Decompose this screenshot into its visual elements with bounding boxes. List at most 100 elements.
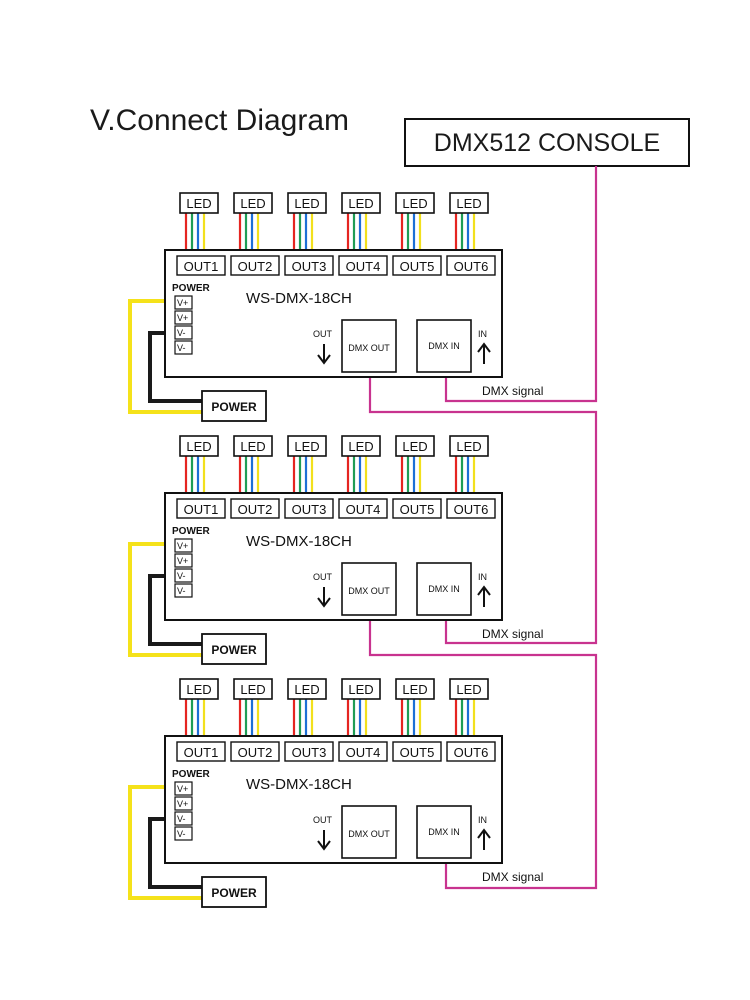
led-box (233, 192, 273, 214)
output-port-label: OUT2 (238, 745, 273, 760)
controller-unit: LEDOUT1LEDOUT2LEDOUT3LEDOUT4LEDOUT5LEDOU… (128, 192, 543, 422)
dmx-out-label: DMX OUT (348, 829, 390, 839)
power-supply-label: POWER (211, 643, 257, 657)
led-label: LED (348, 682, 373, 697)
dmx-out-label: DMX OUT (348, 586, 390, 596)
arrow-down-icon (317, 354, 331, 365)
arrow-up-icon (477, 828, 491, 839)
power-supply-box (201, 390, 267, 422)
led-label: LED (186, 439, 211, 454)
power-terminal (174, 796, 193, 811)
led-label: LED (294, 439, 319, 454)
led-label: LED (294, 196, 319, 211)
dmx-out-label: DMX OUT (348, 343, 390, 353)
led-label: LED (456, 682, 481, 697)
diagram-title: V.Connect Diagram (90, 104, 349, 137)
led-box (233, 435, 273, 457)
power-terminal (174, 340, 193, 355)
power-terminal-label: V+ (177, 556, 188, 566)
led-box (341, 192, 381, 214)
out-label: OUT (313, 815, 333, 825)
power-terminal-label: V+ (177, 799, 188, 809)
led-label: LED (402, 196, 427, 211)
dmx-in-label: DMX IN (428, 827, 460, 837)
led-box (179, 678, 219, 700)
in-label: IN (478, 815, 487, 825)
power-negative-wire (148, 817, 202, 889)
arrow-down-icon (317, 597, 331, 608)
power-terminal (174, 568, 193, 583)
output-port (176, 498, 226, 519)
output-port (392, 255, 442, 276)
dmx-wiring (368, 166, 598, 890)
output-port-label: OUT1 (184, 745, 219, 760)
power-terminal-label: V- (177, 814, 186, 824)
led-box (395, 192, 435, 214)
output-port-label: OUT3 (292, 502, 327, 517)
led-box (341, 435, 381, 457)
output-port (446, 255, 496, 276)
dmx-in-port (416, 805, 472, 859)
led-label: LED (402, 682, 427, 697)
power-terminal (174, 538, 193, 553)
in-label: IN (478, 572, 487, 582)
power-terminal (174, 583, 193, 598)
output-port (392, 741, 442, 762)
output-port-label: OUT5 (400, 745, 435, 760)
output-port-label: OUT5 (400, 502, 435, 517)
power-terminal-label: V- (177, 586, 186, 596)
dmx-signal-label: DMX signal (482, 627, 543, 641)
led-box (395, 678, 435, 700)
output-port-label: OUT2 (238, 259, 273, 274)
led-label: LED (456, 196, 481, 211)
output-port-label: OUT4 (346, 745, 381, 760)
output-port-label: OUT1 (184, 259, 219, 274)
power-supply-box (201, 876, 267, 908)
led-box (287, 192, 327, 214)
output-port (284, 741, 334, 762)
led-box (287, 678, 327, 700)
power-input-label: POWER (172, 283, 211, 294)
output-port-label: OUT6 (454, 745, 489, 760)
power-terminal-label: V+ (177, 298, 188, 308)
output-port-label: OUT2 (238, 502, 273, 517)
power-terminal-label: V- (177, 328, 186, 338)
led-label: LED (456, 439, 481, 454)
output-port (230, 498, 280, 519)
led-label: LED (348, 196, 373, 211)
power-positive-wire (128, 299, 202, 414)
output-port (338, 255, 388, 276)
power-terminal-label: V+ (177, 784, 188, 794)
power-supply-box (201, 633, 267, 665)
out-label: OUT (313, 572, 333, 582)
dmx-in-port (416, 562, 472, 616)
led-box (179, 192, 219, 214)
output-port (284, 498, 334, 519)
power-terminal (174, 811, 193, 826)
output-port-label: OUT6 (454, 502, 489, 517)
output-port-label: OUT4 (346, 259, 381, 274)
power-terminal (174, 295, 193, 310)
output-port (176, 255, 226, 276)
led-label: LED (186, 682, 211, 697)
dmx-out-port (341, 562, 397, 616)
power-supply-label: POWER (211, 400, 257, 414)
power-negative-wire (148, 331, 202, 403)
output-port (230, 741, 280, 762)
model-name: WS-DMX-18CH (246, 776, 352, 793)
output-port (392, 498, 442, 519)
output-port (284, 255, 334, 276)
power-terminal (174, 826, 193, 841)
output-port (446, 498, 496, 519)
led-label: LED (186, 196, 211, 211)
dmx-in-label: DMX IN (428, 341, 460, 351)
controller-unit: LEDOUT1LEDOUT2LEDOUT3LEDOUT4LEDOUT5LEDOU… (128, 435, 543, 665)
led-box (341, 678, 381, 700)
led-box (449, 678, 489, 700)
output-port (446, 741, 496, 762)
out-label: OUT (313, 329, 333, 339)
model-name: WS-DMX-18CH (246, 533, 352, 550)
power-terminal-label: V- (177, 829, 186, 839)
dmx-out-port (341, 319, 397, 373)
console-box (404, 118, 690, 167)
